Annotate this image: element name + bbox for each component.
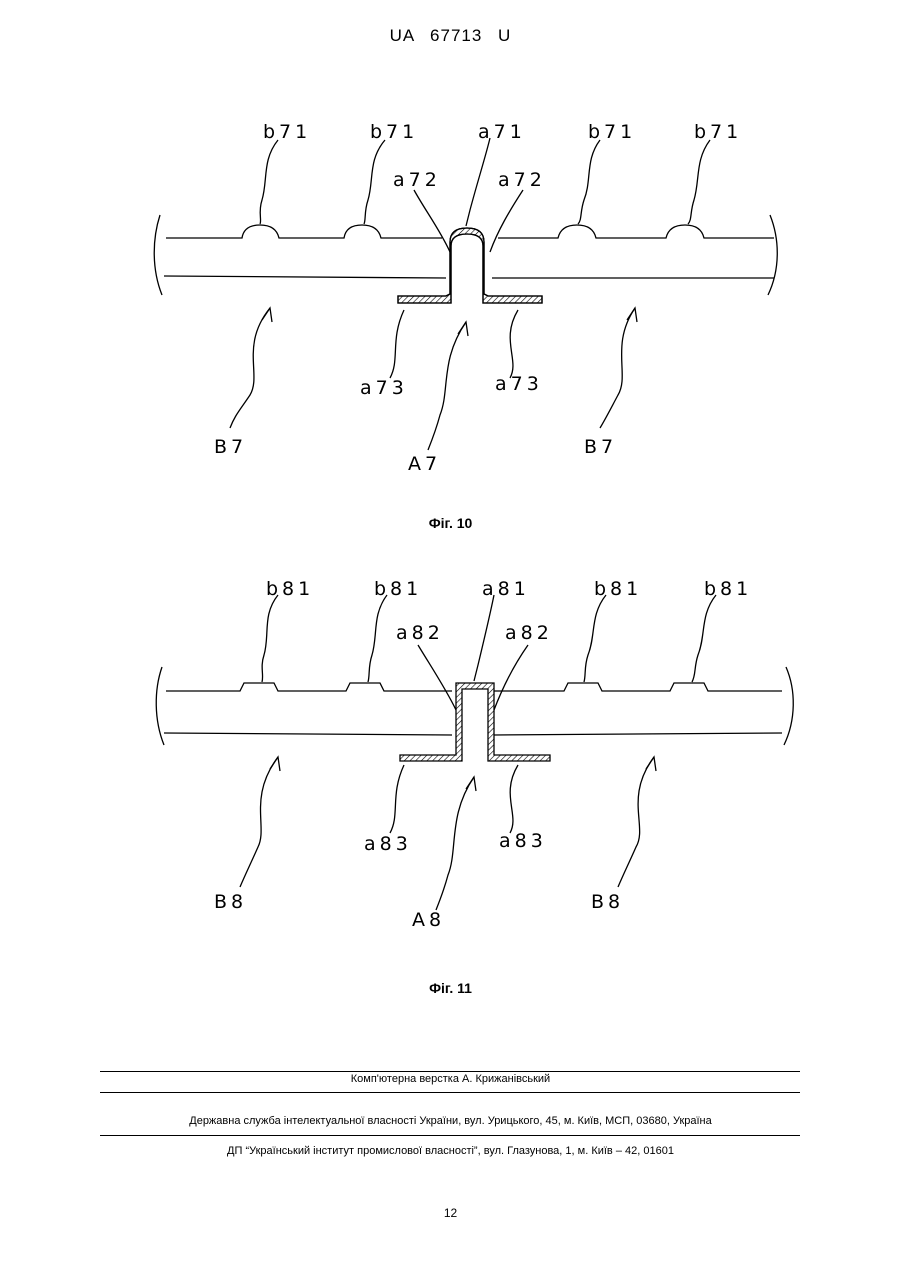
label-B8-right: B8	[591, 891, 624, 913]
typesetting-credit: Комп'ютерна верстка А. Крижанівський	[0, 1073, 901, 1085]
page-number: 12	[0, 1206, 901, 1220]
label-b71-4: b71	[694, 121, 742, 143]
label-b81-2: b81	[374, 578, 422, 600]
institute-address: ДП “Український інститут промислової вла…	[0, 1145, 901, 1157]
label-A7: A7	[408, 453, 441, 475]
label-a83-left: a83	[364, 833, 412, 855]
label-b81-4: b81	[704, 578, 752, 600]
figure-11-caption: Фiг. 11	[0, 980, 901, 996]
label-A8: A8	[412, 909, 445, 931]
label-a73-left: a73	[360, 377, 408, 399]
label-B7-left: B7	[214, 436, 247, 458]
label-a82-left: a82	[396, 622, 444, 644]
label-b81-3: b81	[594, 578, 642, 600]
label-a73-right: a73	[495, 373, 543, 395]
label-b71-2: b71	[370, 121, 418, 143]
label-a83-right: a83	[499, 830, 547, 852]
label-a81: a81	[482, 578, 530, 600]
label-a72-right: a72	[498, 169, 546, 191]
label-a72-left: a72	[393, 169, 441, 191]
figure-10-drawing: b71 b71 a71 b71 b71 a72 a72 a73 a73 B7 A…	[0, 110, 901, 490]
footer-rule-bottom	[100, 1135, 800, 1136]
figure-11-drawing: b81 b81 a81 b81 b81 a82 a82 a83 a83 B8 A…	[0, 565, 901, 945]
label-a71: a71	[478, 121, 526, 143]
label-B7-right: B7	[584, 436, 617, 458]
label-B8-left: B8	[214, 891, 247, 913]
footer-rule-top	[100, 1071, 800, 1072]
label-b71-3: b71	[588, 121, 636, 143]
label-b71-1: b71	[263, 121, 311, 143]
footer-rule-middle	[100, 1092, 800, 1093]
agency-address: Державна служба інтелектуальної власност…	[0, 1115, 901, 1127]
figure-10-caption: Фiг. 10	[0, 515, 901, 531]
label-b81-1: b81	[266, 578, 314, 600]
label-a82-right: a82	[505, 622, 553, 644]
document-number: UA 67713 U	[0, 26, 901, 46]
